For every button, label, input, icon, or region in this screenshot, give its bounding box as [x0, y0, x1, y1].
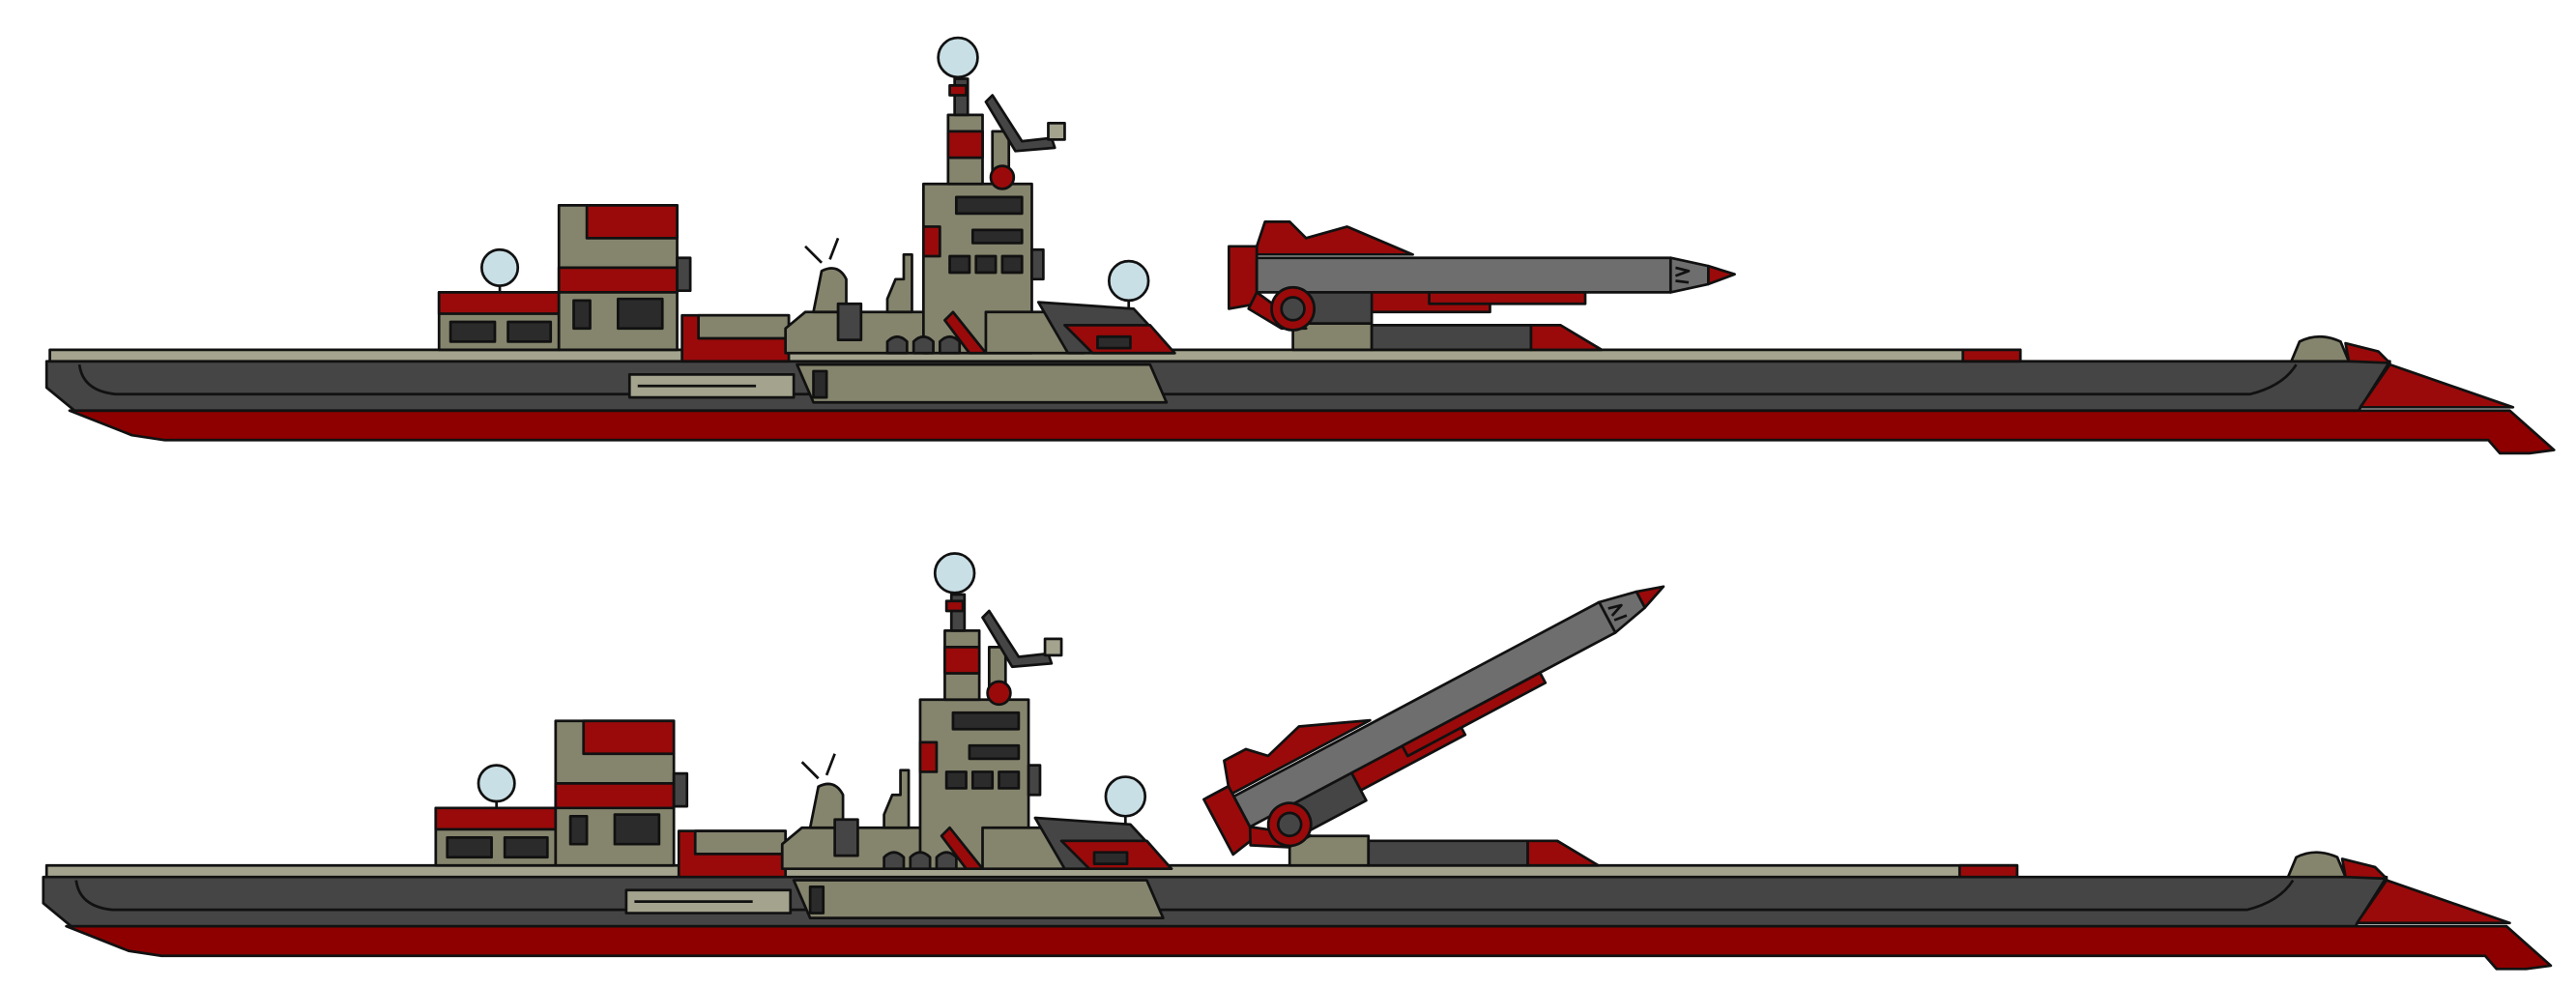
ship-stowed-missile: [44, 36, 2556, 455]
missile-stowed: [1227, 219, 1736, 332]
missile-raised: [1191, 538, 1692, 875]
ship-raised-missile: [42, 538, 2553, 971]
